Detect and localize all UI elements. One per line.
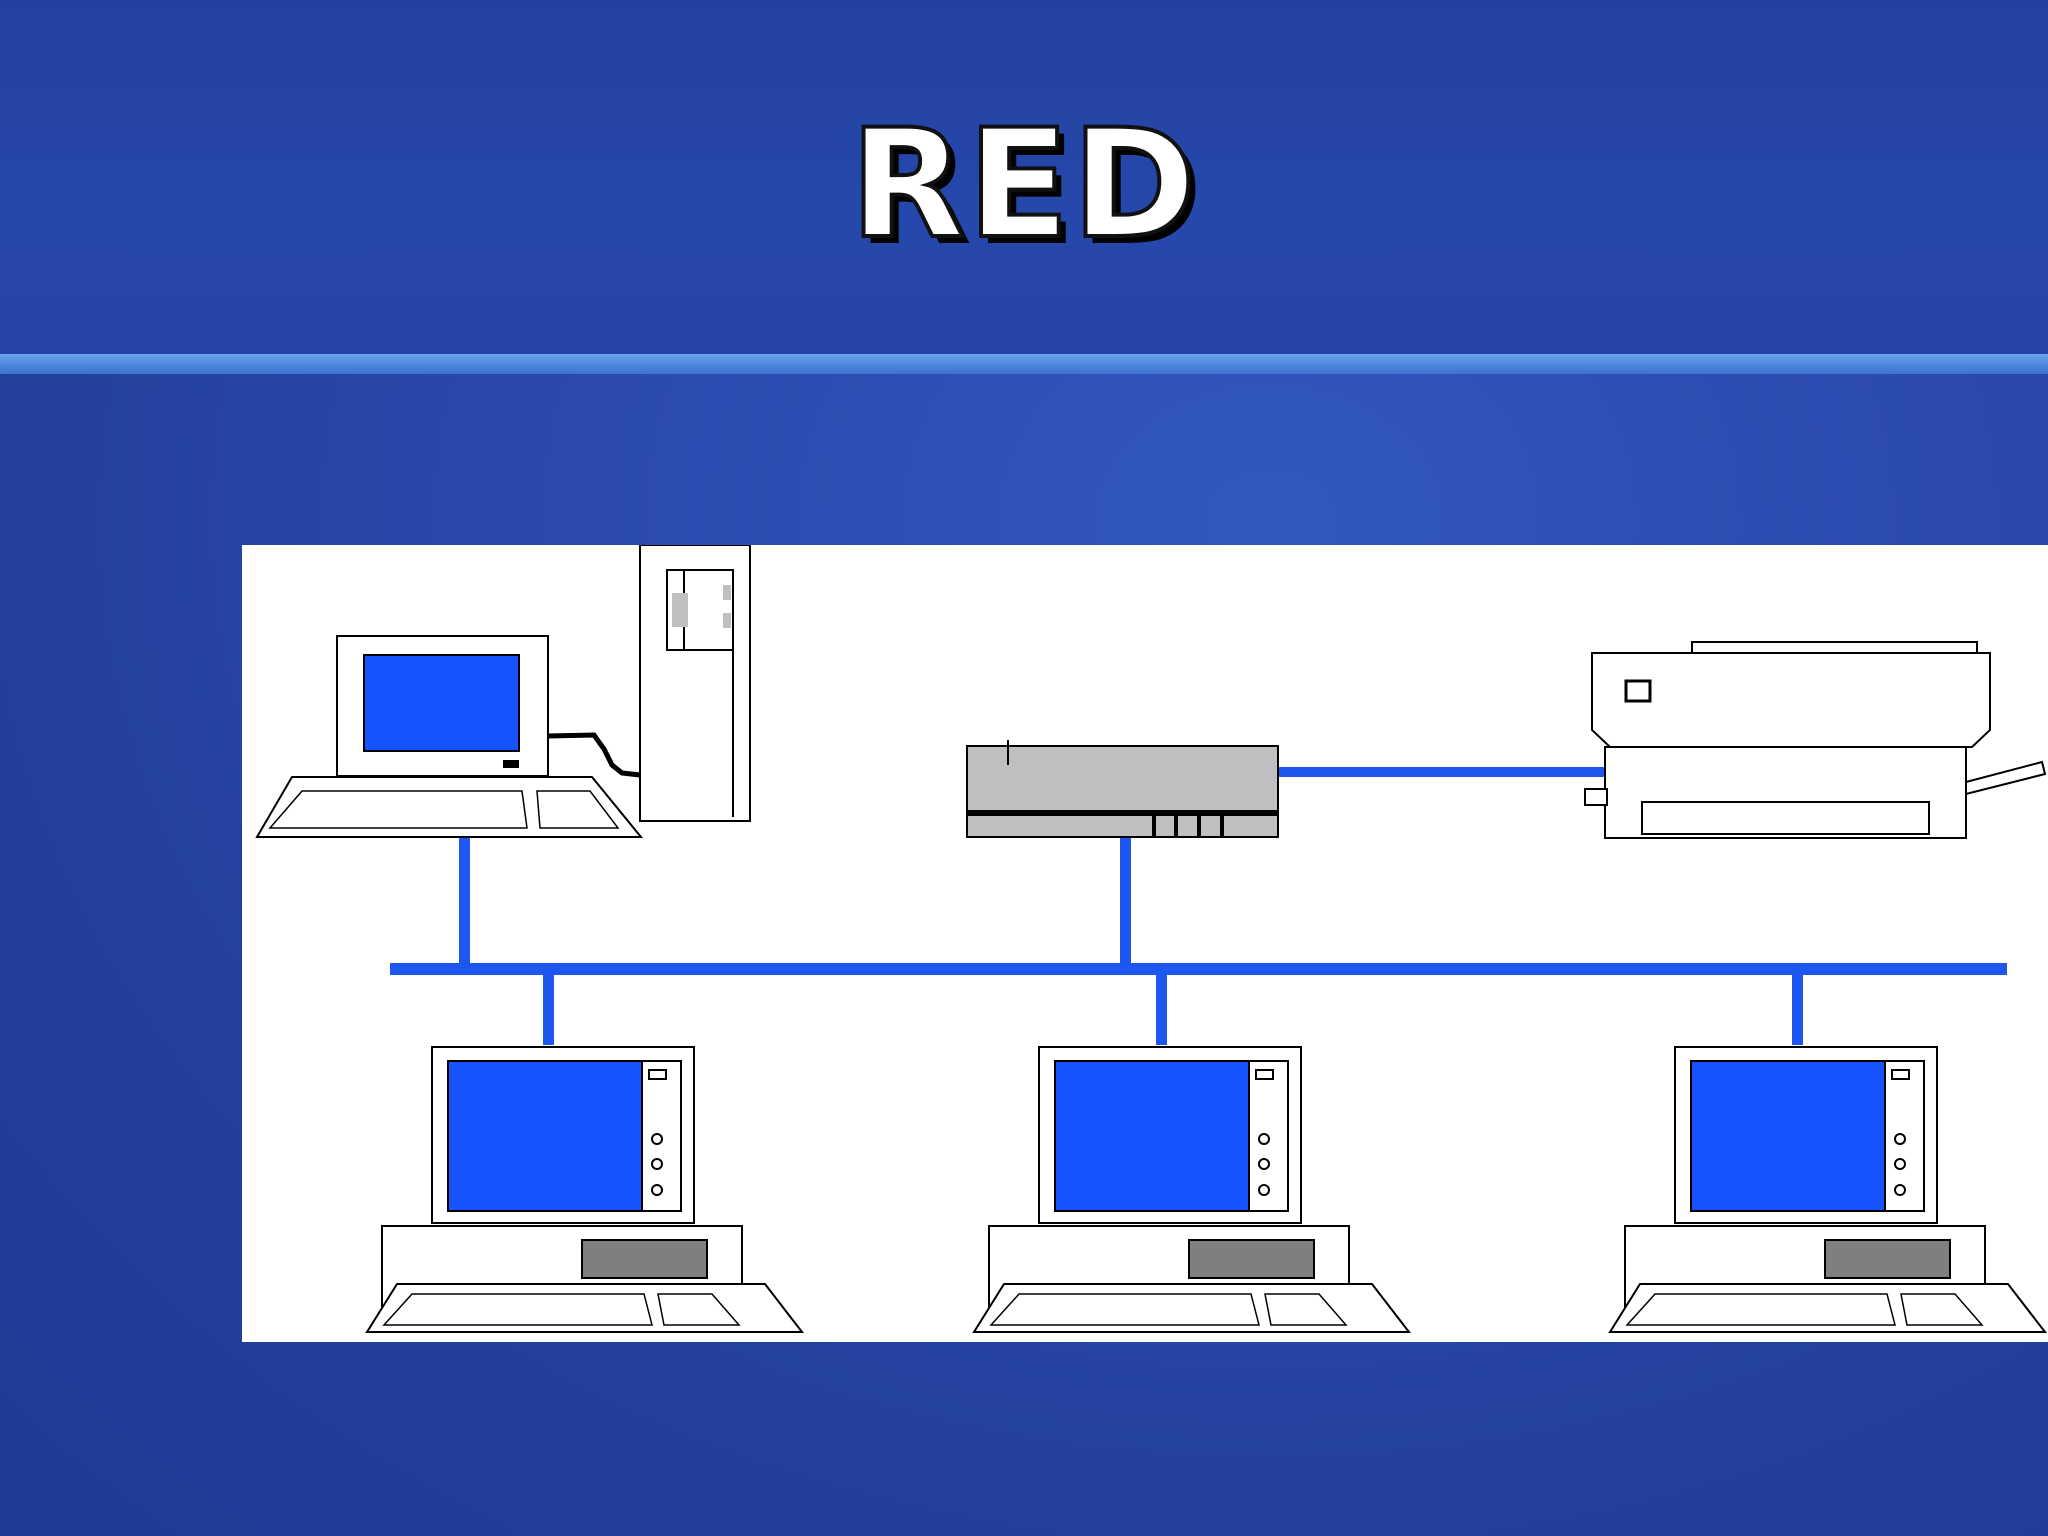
desktop-with-tower-icon — [255, 545, 751, 838]
desktop-computer-icon — [1608, 1046, 2048, 1333]
network-bus — [390, 963, 2007, 975]
cable-server — [459, 837, 470, 969]
desktop-computer-icon — [365, 1046, 805, 1333]
title-band — [0, 0, 2048, 354]
cable-hub-printer — [1278, 767, 1610, 777]
cable-workstation-3 — [1792, 969, 1803, 1045]
cable-workstation-2 — [1156, 969, 1167, 1045]
desktop-computer-icon — [972, 1046, 1412, 1333]
network-hub-icon — [966, 740, 1279, 838]
cable-hub — [1120, 837, 1131, 969]
title-divider — [0, 354, 2048, 374]
slide-title: RED — [848, 98, 1199, 272]
printer-icon — [1584, 641, 2047, 839]
network-cables — [390, 767, 2007, 1045]
cable-workstation-1 — [543, 969, 554, 1045]
network-diagram-svg — [255, 545, 2048, 1333]
network-diagram — [242, 545, 2048, 1342]
